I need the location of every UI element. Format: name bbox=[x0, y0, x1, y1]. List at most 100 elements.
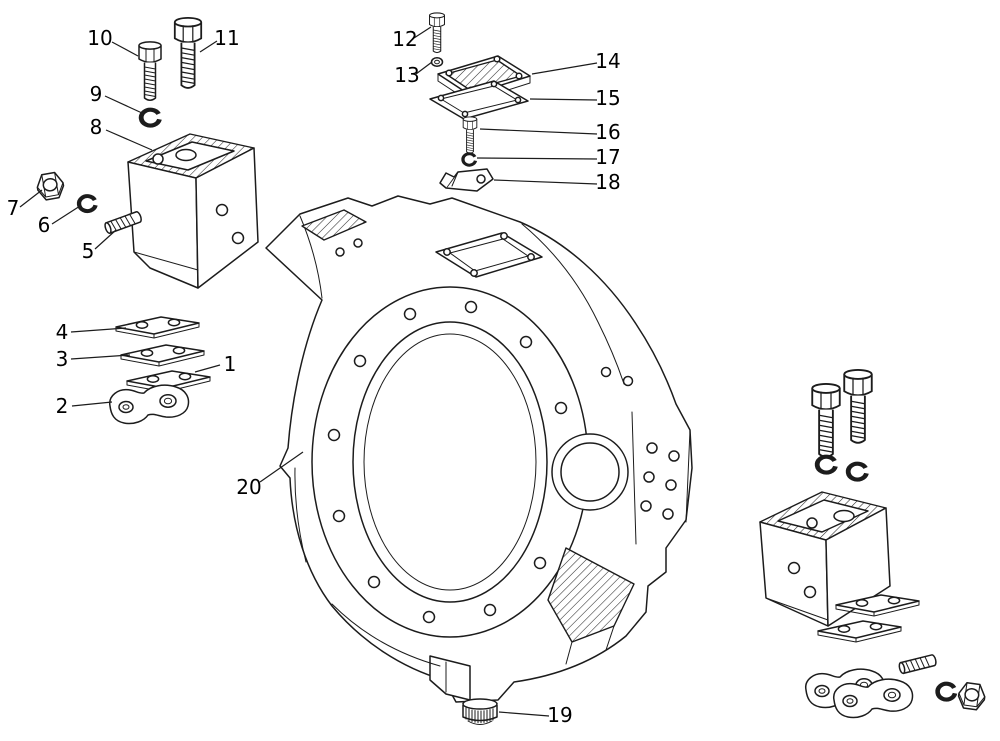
gasket-hole bbox=[461, 110, 469, 118]
right-bracket-edge bbox=[765, 597, 829, 621]
leader-line-9 bbox=[104, 95, 143, 114]
part-label-1: 1 bbox=[224, 352, 237, 376]
leader-line-5 bbox=[94, 229, 117, 250]
part-label-17: 17 bbox=[595, 145, 620, 169]
part-label-6: 6 bbox=[38, 213, 51, 237]
right-bracket-hole bbox=[803, 585, 817, 599]
right-bolt bbox=[843, 368, 873, 444]
part-label-16: 16 bbox=[595, 120, 620, 144]
bracket-right-face bbox=[195, 147, 259, 289]
right-lock-washer bbox=[938, 684, 955, 700]
part-label-8: 8 bbox=[90, 115, 103, 139]
shim-part-3 bbox=[120, 344, 205, 367]
right-mounting-kit bbox=[759, 368, 988, 719]
right-bracket bbox=[759, 491, 891, 627]
bolt-hole bbox=[332, 509, 346, 523]
side-block-edges bbox=[631, 411, 691, 545]
gasket-outline bbox=[429, 80, 529, 120]
nut-part-7 bbox=[34, 170, 67, 202]
part-labels: 1 2 3 4 5 6 7 8 9 10 11 12 13 14 15 16 1… bbox=[7, 26, 621, 727]
bracket-side-hole bbox=[231, 231, 245, 245]
part-label-2: 2 bbox=[56, 394, 69, 418]
right-bracket-side-face bbox=[825, 507, 891, 627]
bolt-hole bbox=[464, 300, 478, 314]
mounting-bracket-part-8 bbox=[127, 133, 259, 289]
top-opening-flange bbox=[435, 232, 543, 278]
bracket-side-hole bbox=[215, 203, 229, 217]
side-hole bbox=[665, 479, 677, 491]
bolt-part-11 bbox=[173, 16, 203, 89]
boss-hole bbox=[353, 238, 363, 248]
central-opening bbox=[352, 321, 548, 603]
washer-outer bbox=[430, 57, 444, 67]
lock-washer-part-9 bbox=[141, 110, 159, 126]
part-label-3: 3 bbox=[56, 347, 69, 371]
right-bolt bbox=[811, 382, 841, 458]
bolt-part-12 bbox=[429, 12, 445, 54]
right-stud bbox=[897, 653, 938, 675]
part-label-4: 4 bbox=[56, 320, 69, 344]
bottom-foot bbox=[429, 655, 471, 701]
gasket-hole bbox=[490, 80, 498, 88]
right-lock-washer bbox=[848, 464, 866, 480]
bracket-front-face bbox=[127, 161, 199, 289]
top-pad-hatched bbox=[301, 209, 367, 241]
plug-part-19 bbox=[462, 698, 498, 725]
clamp-plate bbox=[445, 168, 494, 192]
central-opening-inner bbox=[363, 333, 537, 591]
washer-part-13 bbox=[430, 57, 444, 67]
leader-line-17 bbox=[476, 157, 598, 160]
leader-lines bbox=[19, 26, 598, 717]
part-label-5: 5 bbox=[82, 239, 95, 263]
part-label-10: 10 bbox=[87, 26, 112, 50]
leader-line-4 bbox=[70, 327, 127, 333]
leader-line-20 bbox=[259, 451, 304, 483]
bolt-hole bbox=[519, 335, 533, 349]
hood-contour bbox=[521, 223, 625, 385]
part-label-12: 12 bbox=[392, 27, 417, 51]
shim-part-4 bbox=[115, 316, 200, 339]
side-hole bbox=[600, 366, 612, 378]
flange-hole bbox=[443, 248, 451, 256]
part-label-15: 15 bbox=[595, 86, 620, 110]
cover-screw bbox=[445, 69, 453, 77]
bolt-hole bbox=[533, 556, 547, 570]
flywheel-housing-part-20 bbox=[265, 195, 693, 703]
boss-hole bbox=[335, 247, 345, 257]
cover-plate-part-14 bbox=[437, 55, 531, 103]
leader-line-19 bbox=[498, 711, 550, 717]
bolt-hole bbox=[353, 354, 367, 368]
flange-hole bbox=[527, 253, 535, 261]
bolt-hole bbox=[554, 401, 568, 415]
part-label-13: 13 bbox=[394, 63, 419, 87]
bolt-hole bbox=[367, 575, 381, 589]
bracket-top-hole bbox=[152, 153, 164, 165]
bolt-part-16 bbox=[462, 116, 478, 154]
bolt-hole bbox=[422, 610, 436, 624]
clamp-hole bbox=[476, 174, 486, 184]
part-label-11: 11 bbox=[214, 26, 239, 50]
part-label-19: 19 bbox=[547, 703, 572, 727]
leader-line-6 bbox=[51, 205, 81, 225]
plug-bottom bbox=[467, 720, 493, 725]
part-label-20: 20 bbox=[236, 475, 261, 499]
leader-line-18 bbox=[493, 179, 598, 185]
right-bracket-hole bbox=[787, 561, 801, 575]
right-lock-washer bbox=[817, 457, 835, 473]
part-label-9: 9 bbox=[90, 82, 103, 106]
flange-hole bbox=[470, 269, 478, 277]
gasket-hole bbox=[437, 94, 445, 102]
lock-washer-part-17 bbox=[461, 152, 478, 167]
leader-line-7 bbox=[19, 189, 43, 208]
leader-line-12 bbox=[413, 26, 432, 39]
right-support-pad bbox=[832, 678, 914, 719]
bracket-edge-line bbox=[133, 251, 199, 271]
leader-line-16 bbox=[479, 128, 598, 135]
right-bracket-slot bbox=[833, 509, 855, 523]
side-hole bbox=[646, 442, 658, 454]
leader-line-2 bbox=[71, 401, 113, 407]
side-hole bbox=[662, 508, 674, 520]
right-bracket-top-recess bbox=[777, 499, 869, 533]
flange-hole bbox=[500, 232, 508, 240]
